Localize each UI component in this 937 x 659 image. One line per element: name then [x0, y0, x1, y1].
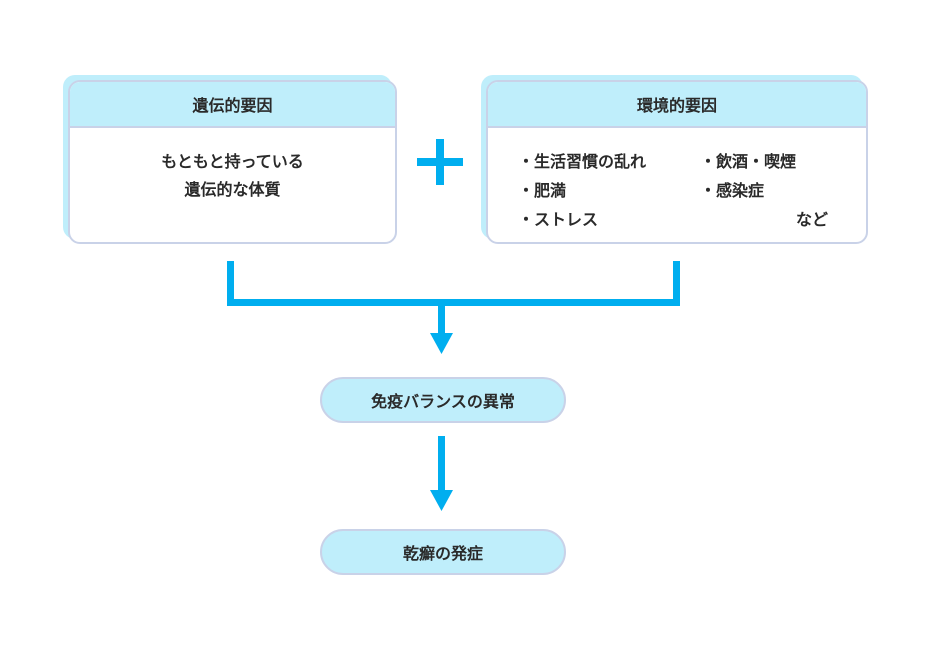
genetic-line-2: 遺伝的な体質 [184, 180, 281, 199]
env-item-stress: ・ストレス [518, 210, 599, 229]
env-item-lifestyle: ・生活習慣の乱れ [518, 152, 647, 171]
env-item-infection: ・感染症 [700, 181, 765, 200]
environmental-factors-card: 環境的要因 ・生活習慣の乱れ ・飲酒・喫煙 ・肥満 ・感染症 ・ストレス など [486, 80, 868, 244]
env-item-obesity: ・肥満 [518, 181, 567, 200]
arrow-down-icon [430, 490, 453, 511]
merge-connector [227, 261, 680, 335]
genetic-factors-description: もともと持っている 遺伝的な体質 [70, 148, 395, 204]
genetic-factors-card: 遺伝的要因 もともと持っている 遺伝的な体質 [68, 80, 397, 244]
environmental-factors-title: 環境的要因 [488, 82, 866, 128]
env-item-drinking-smoking: ・飲酒・喫煙 [700, 152, 797, 171]
genetic-factors-title: 遺伝的要因 [70, 82, 395, 128]
arrow-connector [430, 436, 453, 511]
env-item-etc: など [796, 210, 829, 229]
genetic-line-1: もともと持っている [161, 152, 304, 171]
plus-icon [417, 139, 463, 185]
immune-imbalance-box: 免疫バランスの異常 [320, 377, 566, 423]
psoriasis-onset-box: 乾癬の発症 [320, 529, 566, 575]
arrow-down-icon [430, 333, 453, 354]
